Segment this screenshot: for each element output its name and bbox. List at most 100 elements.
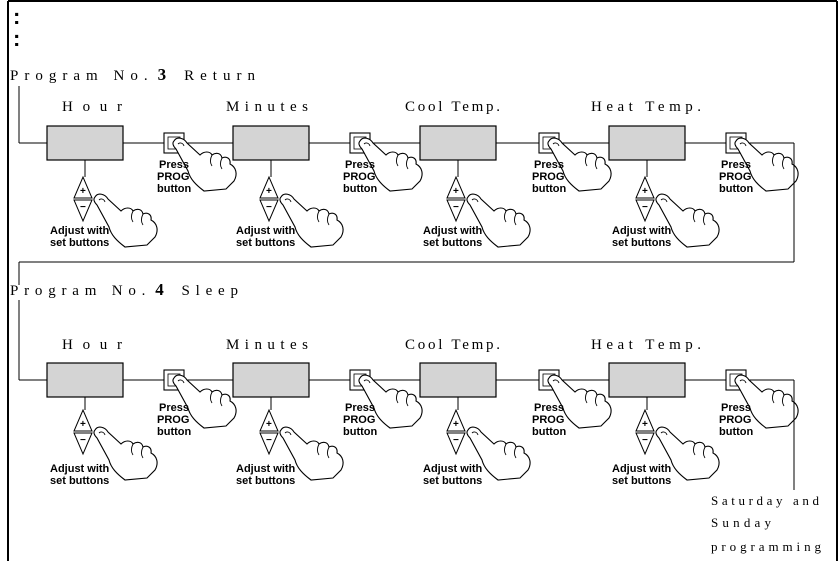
plus-symbol: + bbox=[453, 186, 459, 197]
minus-symbol: − bbox=[80, 435, 86, 446]
up-button[interactable] bbox=[446, 408, 466, 432]
minus-symbol: − bbox=[453, 435, 459, 446]
prog-label: PROG bbox=[532, 171, 564, 183]
program-title-prefix: Program No. bbox=[10, 283, 145, 299]
fingernail-mark bbox=[363, 142, 371, 147]
display-box bbox=[232, 362, 310, 398]
down-button[interactable] bbox=[635, 199, 655, 223]
footer-note-line-2: Sunday bbox=[711, 515, 772, 530]
press-label: Press bbox=[345, 159, 375, 171]
hand-icon bbox=[547, 374, 612, 429]
footer-note-line-3: programming bbox=[711, 539, 822, 554]
prog-label: PROG bbox=[343, 171, 375, 183]
continuation-dots-2: : bbox=[13, 26, 20, 51]
up-button[interactable] bbox=[635, 175, 655, 199]
adjust-label: Adjust with bbox=[50, 225, 110, 237]
fingernail-mark bbox=[739, 379, 747, 384]
adjust-label: Adjust with bbox=[50, 463, 110, 475]
set-hand-icon bbox=[655, 193, 720, 248]
fingernail-mark bbox=[284, 198, 292, 203]
up-button[interactable] bbox=[73, 408, 93, 432]
adjust-label: Adjust with bbox=[612, 463, 672, 475]
footer-note-line-1: Saturday and bbox=[711, 493, 820, 508]
down-button[interactable] bbox=[446, 199, 466, 223]
prog-hand-icon bbox=[734, 137, 799, 192]
button-label: button bbox=[719, 426, 753, 438]
down-button[interactable] bbox=[73, 199, 93, 223]
adjust-label-2: set buttons bbox=[612, 237, 671, 249]
adjust-label-2: set buttons bbox=[612, 475, 671, 487]
knuckle-marks bbox=[317, 210, 330, 226]
plus-symbol: + bbox=[266, 419, 272, 430]
prog-hand-icon bbox=[172, 374, 237, 429]
button-label: button bbox=[157, 426, 191, 438]
fingernail-mark bbox=[471, 431, 479, 436]
knuckle-marks bbox=[772, 154, 785, 170]
down-button[interactable] bbox=[259, 199, 279, 223]
down-button[interactable] bbox=[446, 432, 466, 456]
fingernail-mark bbox=[98, 431, 106, 436]
fingernail-mark bbox=[552, 379, 560, 384]
down-button[interactable] bbox=[635, 432, 655, 456]
program-name: Return bbox=[184, 68, 255, 84]
button-label: button bbox=[343, 183, 377, 195]
plus-symbol: + bbox=[266, 186, 272, 197]
prog-label: PROG bbox=[157, 414, 189, 426]
set-hand-icon bbox=[93, 426, 158, 481]
minus-symbol: − bbox=[80, 202, 86, 213]
hand-icon bbox=[93, 193, 158, 248]
adjust-label: Adjust with bbox=[423, 225, 483, 237]
press-label: Press bbox=[721, 159, 751, 171]
program-number: 3 bbox=[158, 65, 167, 84]
prog-label: PROG bbox=[719, 414, 751, 426]
knuckle-marks bbox=[210, 154, 223, 170]
knuckle-marks bbox=[131, 443, 144, 459]
adjust-label: Adjust with bbox=[236, 225, 296, 237]
fingernail-mark bbox=[739, 142, 747, 147]
plus-symbol: + bbox=[453, 419, 459, 430]
button-label: button bbox=[343, 426, 377, 438]
prog-hand-icon bbox=[358, 137, 423, 192]
field-label: Cool Temp. bbox=[405, 337, 500, 353]
hand-icon bbox=[172, 137, 237, 192]
up-button[interactable] bbox=[73, 175, 93, 199]
hand-icon bbox=[279, 193, 344, 248]
hand-icon bbox=[655, 426, 720, 481]
prog-label: PROG bbox=[157, 171, 189, 183]
adjust-label: Adjust with bbox=[423, 463, 483, 475]
hand-icon bbox=[358, 137, 423, 192]
up-button[interactable] bbox=[259, 408, 279, 432]
up-button[interactable] bbox=[259, 175, 279, 199]
plus-symbol: + bbox=[80, 419, 86, 430]
program-title-prefix: Program No. bbox=[10, 68, 148, 84]
minus-symbol: − bbox=[642, 202, 648, 213]
hand-icon bbox=[466, 426, 531, 481]
hand-icon bbox=[358, 374, 423, 429]
program-name: Sleep bbox=[181, 283, 238, 299]
set-hand-icon bbox=[93, 193, 158, 248]
prog-hand-icon bbox=[547, 374, 612, 429]
knuckle-marks bbox=[504, 210, 517, 226]
up-button[interactable] bbox=[446, 175, 466, 199]
prog-hand-icon bbox=[547, 137, 612, 192]
knuckle-marks bbox=[504, 443, 517, 459]
minus-symbol: − bbox=[453, 202, 459, 213]
display-box bbox=[419, 125, 497, 161]
hand-icon bbox=[655, 193, 720, 248]
hand-icon bbox=[466, 193, 531, 248]
display-box bbox=[46, 362, 124, 398]
hand-icon bbox=[172, 374, 237, 429]
fingernail-mark bbox=[552, 142, 560, 147]
plus-symbol: + bbox=[80, 186, 86, 197]
up-button[interactable] bbox=[635, 408, 655, 432]
down-button[interactable] bbox=[73, 432, 93, 456]
field-label: Cool Temp. bbox=[405, 99, 500, 115]
down-button[interactable] bbox=[259, 432, 279, 456]
field-label: Minutes bbox=[226, 337, 308, 353]
adjust-label-2: set buttons bbox=[50, 475, 109, 487]
plus-symbol: + bbox=[642, 186, 648, 197]
hand-icon bbox=[734, 137, 799, 192]
